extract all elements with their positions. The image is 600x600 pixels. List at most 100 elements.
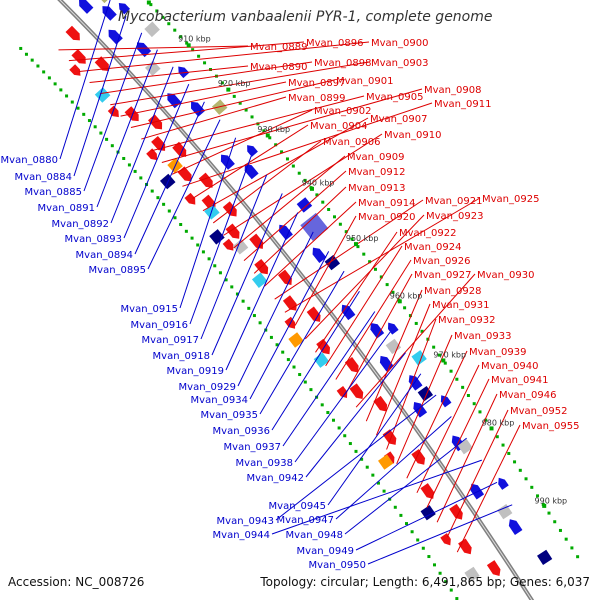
feature-box: [378, 454, 394, 470]
gc-dot: [122, 156, 126, 160]
gc-dot: [99, 131, 103, 135]
skew-dot: [173, 28, 177, 32]
gene-label: Mvan_0938: [236, 458, 293, 469]
feature-box: [497, 504, 513, 520]
forward-gene: [349, 383, 364, 399]
tick-mark: [542, 503, 547, 508]
forward-gene: [146, 148, 158, 161]
gene-label: Mvan_0885: [25, 187, 82, 198]
reverse-gene: [244, 164, 259, 180]
leader-line: [233, 155, 346, 249]
gc-dot: [150, 189, 154, 193]
tick-label: 950 kbp: [346, 234, 379, 243]
leader-line: [344, 437, 467, 535]
leader-line: [171, 109, 313, 175]
gene-label: Mvan_0904: [310, 121, 367, 132]
gc-dot: [405, 522, 409, 526]
gc-dot: [320, 403, 324, 407]
skew-dot: [437, 353, 441, 357]
gene-label: Mvan_0923: [426, 211, 483, 222]
gene-label: Mvan_0921: [425, 196, 482, 207]
reverse-gene: [278, 224, 293, 241]
skew-dot: [161, 15, 165, 19]
gc-dot: [337, 426, 341, 430]
forward-gene: [69, 64, 81, 76]
skew-dot: [262, 129, 266, 133]
feature-box: [385, 338, 402, 355]
leader-line: [271, 459, 483, 535]
skew-dot: [321, 200, 325, 204]
gc-dot: [167, 209, 171, 213]
leader-line: [151, 95, 365, 152]
leader-line: [446, 409, 509, 538]
forward-gene: [382, 429, 397, 445]
forward-gene: [222, 238, 234, 251]
gc-dot: [47, 76, 51, 80]
gene-label: Mvan_0896: [306, 38, 363, 49]
leader-line: [315, 231, 398, 353]
gene-label: Mvan_0903: [371, 58, 428, 69]
leader-line: [58, 45, 249, 51]
gc-dot: [376, 481, 380, 485]
leader-line: [275, 394, 437, 521]
gene-label: Mvan_0905: [366, 92, 423, 103]
gc-dot: [292, 365, 296, 369]
gc-dot: [65, 94, 69, 98]
leader-line: [120, 81, 287, 117]
gc-dot: [247, 306, 251, 310]
leader-line: [396, 334, 453, 465]
leader-line: [345, 273, 413, 394]
tick-label: 940 kbp: [302, 179, 335, 188]
gc-dot: [105, 137, 109, 141]
leader-line: [130, 79, 335, 129]
gc-dot: [201, 250, 205, 254]
gene-label: Mvan_0947: [277, 515, 334, 526]
feature-box: [313, 352, 330, 368]
gc-dot: [30, 58, 34, 62]
skew-dot: [274, 143, 278, 147]
skew-dot: [373, 267, 377, 271]
skew-dot: [443, 361, 447, 365]
gc-dot: [371, 473, 375, 477]
leader-line: [436, 393, 498, 523]
gene-label: Mvan_0943: [217, 516, 274, 527]
gc-dot: [87, 119, 91, 123]
gene-label: Mvan_0916: [131, 320, 188, 331]
gene-label: Mvan_0892: [52, 219, 109, 230]
skew-dot: [344, 230, 348, 234]
leader-line: [147, 119, 221, 270]
skew-dot: [547, 511, 551, 515]
forward-gene: [411, 449, 426, 465]
gene-label: Mvan_0937: [224, 442, 281, 453]
forward-gene: [449, 503, 463, 520]
skew-dot: [203, 61, 207, 65]
gc-dot: [179, 223, 183, 227]
reverse-gene: [312, 247, 327, 263]
gene-label: Mvan_0899: [288, 93, 345, 104]
forward-gene: [316, 338, 331, 355]
feature-box: [417, 386, 434, 402]
skew-dot: [455, 377, 459, 381]
leader-line: [243, 170, 347, 261]
leader-line: [375, 303, 431, 436]
leader-line: [284, 197, 481, 313]
tick-label: 960 kbp: [390, 291, 423, 300]
accession-text: Accession: NC_008726: [8, 575, 145, 589]
gc-dot: [410, 530, 414, 534]
reverse-gene: [508, 519, 523, 536]
reverse-gene: [498, 477, 509, 490]
skew-dot: [268, 136, 272, 140]
gc-dot: [190, 236, 194, 240]
leader-line: [294, 215, 357, 326]
leader-line: [253, 186, 347, 274]
gene-label: Mvan_0890: [250, 62, 307, 73]
gene-label: Mvan_0939: [469, 347, 526, 358]
skew-dot: [303, 178, 307, 182]
gene-label: Mvan_0907: [370, 114, 427, 125]
gc-dot: [421, 546, 425, 550]
feature-box: [288, 332, 304, 348]
skew-dot: [553, 520, 557, 524]
skew-dot: [250, 115, 254, 119]
tick-label: 930 kbp: [257, 125, 290, 134]
